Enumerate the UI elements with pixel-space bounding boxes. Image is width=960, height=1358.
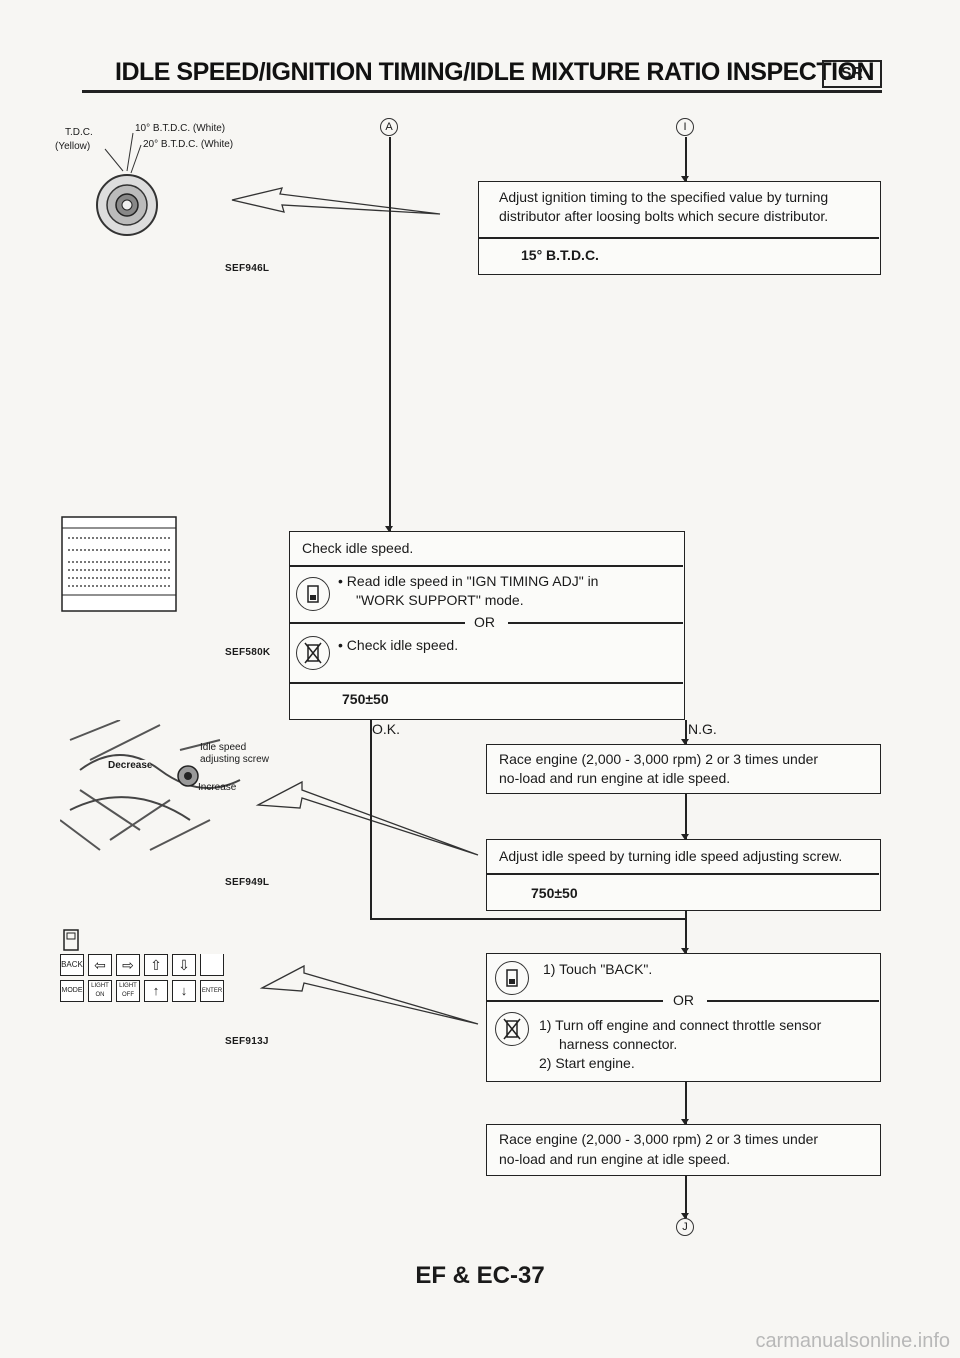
no-consult-icon bbox=[296, 636, 330, 670]
ok-label: O.K. bbox=[372, 721, 401, 737]
race-engine-box-1: Race engine (2,000 - 3,000 rpm) 2 or 3 t… bbox=[486, 744, 881, 794]
pulley-figure-code: SEF946L bbox=[225, 263, 270, 274]
flow-line-a bbox=[389, 137, 391, 531]
key-left[interactable]: ⇦ bbox=[88, 954, 112, 976]
key-arrow-down[interactable]: ↓ bbox=[172, 980, 196, 1002]
key-up[interactable]: ⇧ bbox=[144, 954, 168, 976]
adjusting-screw-drawing bbox=[60, 720, 241, 851]
ng-line bbox=[685, 720, 687, 744]
timing-divider bbox=[479, 237, 879, 239]
consult-icon-2 bbox=[495, 961, 529, 995]
flow-line-i bbox=[685, 137, 687, 181]
key-back[interactable]: BACK bbox=[60, 954, 84, 976]
tdc-color-label: (Yellow) bbox=[55, 141, 91, 152]
timing-adjust-box: Adjust ignition timing to the specified … bbox=[478, 181, 881, 275]
or-rule-left bbox=[290, 622, 465, 624]
or2-rule-left bbox=[487, 1000, 663, 1002]
no-consult-line: • Check idle speed. bbox=[338, 637, 459, 653]
race2-line2: no-load and run engine at idle speed. bbox=[499, 1151, 731, 1167]
connector-i: I bbox=[676, 118, 694, 136]
adjust-idle-text: Adjust idle speed by turning idle speed … bbox=[499, 848, 843, 864]
timing-adjust-text: Adjust ignition timing to the specified … bbox=[499, 189, 829, 224]
consult-screen-drawing bbox=[61, 516, 177, 612]
consult-tester-icon bbox=[63, 929, 79, 951]
adjust-idle-divider bbox=[487, 873, 879, 875]
pulley-figure: T.D.C. (Yellow) 10° B.T.D.C. (White) 20°… bbox=[55, 115, 305, 285]
page-title: IDLE SPEED/IGNITION TIMING/IDLE MIXTURE … bbox=[115, 58, 875, 86]
check-idle-title: Check idle speed. bbox=[302, 540, 414, 556]
race2-to-j-line bbox=[685, 1176, 687, 1218]
key-blank[interactable] bbox=[200, 954, 224, 976]
race1-line1: Race engine (2,000 - 3,000 rpm) 2 or 3 t… bbox=[499, 751, 819, 767]
touch-back-step: 1) Touch "BACK". bbox=[543, 961, 653, 977]
check-idle-box: Check idle speed. • Read idle speed in "… bbox=[289, 531, 685, 720]
key-enter[interactable]: ENTER bbox=[200, 980, 224, 1002]
or-rule-right bbox=[508, 622, 683, 624]
key-light-off[interactable]: LIGHT OFF bbox=[116, 980, 140, 1002]
screw-label-line1: Idle speed bbox=[200, 742, 247, 753]
decrease-label: Decrease bbox=[108, 760, 153, 772]
check-divider-2 bbox=[290, 682, 683, 684]
turn-off-line2: harness connector. bbox=[559, 1036, 678, 1052]
check-divider-1 bbox=[290, 565, 683, 567]
consult-figure-code: SEF580K bbox=[225, 647, 271, 658]
consult-icon bbox=[296, 577, 330, 611]
keypad-figure: BACK ⇦ ⇨ ⇧ ⇩ MODE LIGHT ON LIGHT OFF ↑ ↓… bbox=[60, 928, 300, 1048]
timing-spec: 15° B.T.D.C. bbox=[521, 247, 599, 263]
key-arrow-up[interactable]: ↑ bbox=[144, 980, 168, 1002]
keypad-figure-code: SEF913J bbox=[225, 1036, 269, 1047]
page-number: EF & EC-37 bbox=[415, 1262, 545, 1289]
ng-label: N.G. bbox=[688, 721, 717, 737]
keypad: BACK ⇦ ⇨ ⇧ ⇩ MODE LIGHT ON LIGHT OFF ↑ ↓… bbox=[60, 954, 260, 1014]
race1-line2: no-load and run engine at idle speed. bbox=[499, 770, 731, 786]
key-mode[interactable]: MODE bbox=[60, 980, 84, 1002]
adjust-to-touch-line bbox=[685, 911, 687, 953]
adjusting-figure-code: SEF949L bbox=[225, 877, 270, 888]
key-light-on[interactable]: LIGHT ON bbox=[88, 980, 112, 1002]
race1-to-adjust-line bbox=[685, 794, 687, 839]
screw-label-line2: adjusting screw bbox=[200, 754, 269, 765]
or2-label: OR bbox=[673, 992, 694, 1008]
check-idle-spec: 750±50 bbox=[342, 691, 389, 707]
ok-line-horizontal bbox=[370, 918, 686, 920]
turn-off-line1: 1) Turn off engine and connect throttle … bbox=[539, 1017, 822, 1033]
adjust-idle-spec: 750±50 bbox=[531, 885, 578, 901]
touch-to-race2-line bbox=[685, 1082, 687, 1124]
key-right[interactable]: ⇨ bbox=[116, 954, 140, 976]
or-label: OR bbox=[474, 614, 495, 630]
header-rule bbox=[82, 90, 882, 93]
mark-20-label: 20° B.T.D.C. (White) bbox=[143, 139, 234, 150]
adjusting-screw-figure: Decrease Idle speed adjusting screw Incr… bbox=[60, 720, 300, 895]
mark-10-label: 10° B.T.D.C. (White) bbox=[135, 123, 226, 134]
no-consult-icon-2 bbox=[495, 1012, 529, 1046]
ok-line-vertical bbox=[370, 720, 372, 919]
key-down[interactable]: ⇩ bbox=[172, 954, 196, 976]
connector-a: A bbox=[380, 118, 398, 136]
race-engine-box-2: Race engine (2,000 - 3,000 rpm) 2 or 3 t… bbox=[486, 1124, 881, 1176]
consult-line-2: "WORK SUPPORT" mode. bbox=[356, 592, 524, 608]
increase-label: Increase bbox=[198, 782, 237, 793]
watermark: carmanualsonline.info bbox=[755, 1330, 950, 1352]
consult-line-1: • Read idle speed in "IGN TIMING ADJ" in bbox=[338, 573, 599, 589]
or2-rule-right bbox=[707, 1000, 879, 1002]
touch-back-box: 1) Touch "BACK". OR 1) Turn off engine a… bbox=[486, 953, 881, 1082]
start-engine-step: 2) Start engine. bbox=[539, 1055, 635, 1071]
adjust-idle-box: Adjust idle speed by turning idle speed … bbox=[486, 839, 881, 911]
tdc-label: T.D.C. bbox=[65, 127, 93, 138]
race2-line1: Race engine (2,000 - 3,000 rpm) 2 or 3 t… bbox=[499, 1131, 819, 1147]
pulley-drawing bbox=[96, 132, 158, 236]
consult-screen-figure: SEF580K bbox=[60, 515, 300, 665]
section-badge: SR bbox=[822, 60, 882, 88]
